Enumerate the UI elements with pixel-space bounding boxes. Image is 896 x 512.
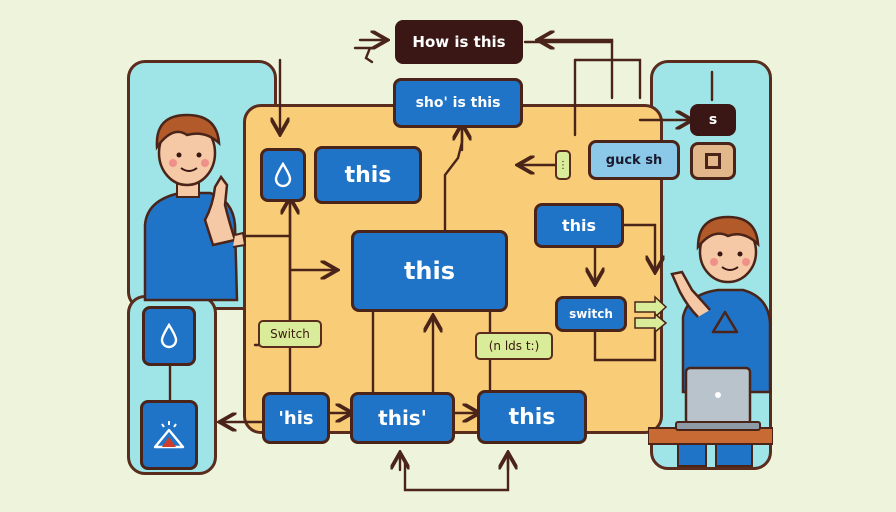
tag-switch-left: Switch <box>258 320 322 348</box>
node-right-mid: this <box>534 203 624 248</box>
water-drop-icon <box>260 148 306 202</box>
water-drop-icon <box>142 306 196 366</box>
person-left <box>143 113 247 302</box>
node-bottom-right: this <box>477 390 587 444</box>
title-node: How is this <box>395 20 523 64</box>
small-vertical-tag: ⋮ <box>555 150 571 180</box>
node-switch-right: switch <box>555 296 627 332</box>
node-right-gray: guck sh <box>588 140 680 180</box>
laptop-icon <box>648 366 773 467</box>
tag-note: (n lds t:) <box>475 332 553 360</box>
node-small-s: s <box>690 104 736 136</box>
node-bottom-center: this' <box>350 392 455 444</box>
person-right <box>670 215 772 394</box>
warning-triangle-icon <box>140 400 198 470</box>
square-icon <box>690 142 736 180</box>
node-bottom-left: 'his <box>262 392 330 444</box>
node-top-center: sho' is this <box>393 78 523 128</box>
node-center-main: this <box>351 230 508 312</box>
node-left-main: this <box>314 146 422 204</box>
